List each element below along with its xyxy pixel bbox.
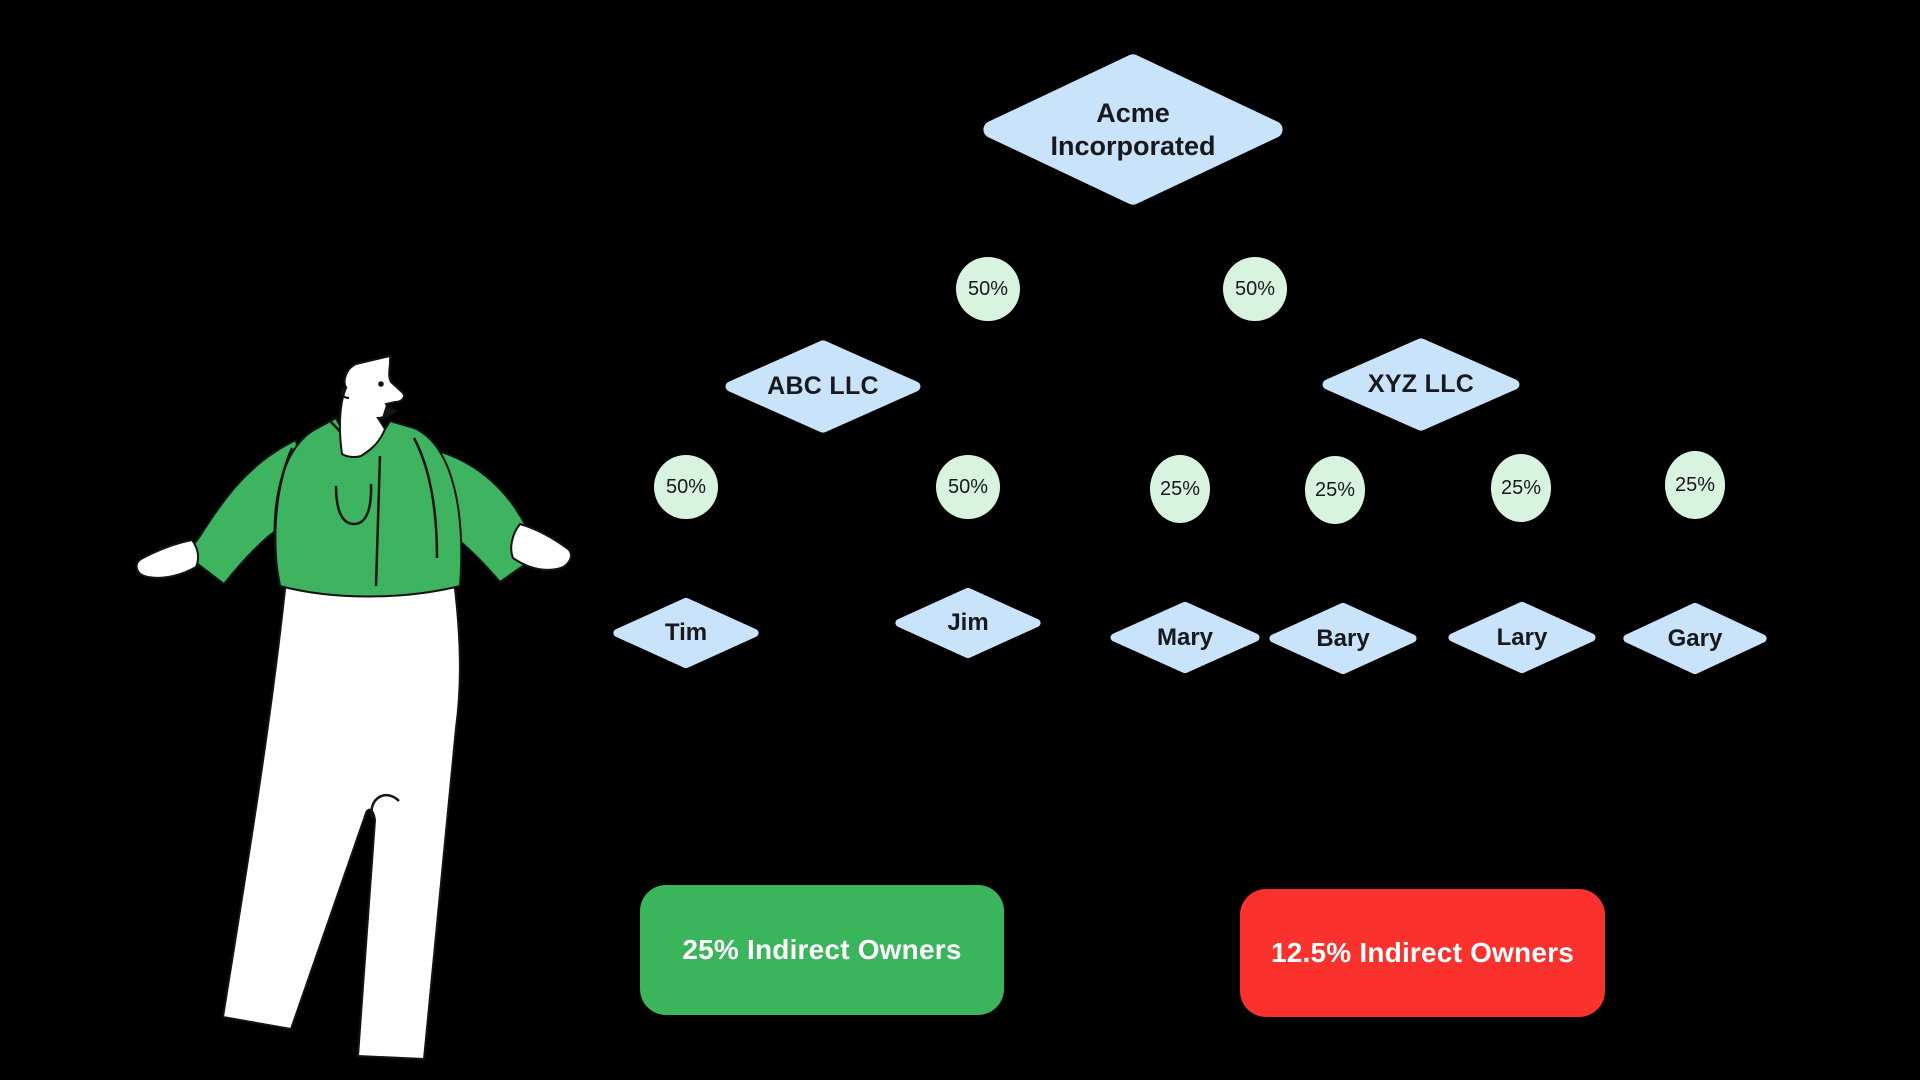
- percent-label: 25%: [1500, 476, 1542, 499]
- percent-label: 25%: [1159, 477, 1201, 500]
- percent-acme-to-abc: 50%: [956, 257, 1020, 321]
- percent-label: 25%: [1674, 473, 1716, 496]
- percent-label: 25%: [1314, 478, 1356, 501]
- node-bary-label: Bary: [1316, 624, 1370, 652]
- node-mary-label: Mary: [1156, 623, 1214, 651]
- percent-abc-to-tim: 50%: [654, 455, 718, 519]
- percent-label: 50%: [665, 475, 707, 498]
- node-tim-label: Tim: [664, 619, 708, 647]
- node-gary-label: Gary: [1667, 624, 1723, 652]
- node-tim: Tim: [610, 596, 762, 670]
- node-acme-label: Acme Incorporated: [1050, 97, 1216, 161]
- node-jim-label: Jim: [947, 609, 989, 637]
- node-bary: Bary: [1266, 601, 1420, 676]
- percent-xyz-to-gary: 25%: [1665, 451, 1725, 519]
- percent-xyz-to-mary: 25%: [1150, 455, 1210, 523]
- percent-acme-to-xyz: 50%: [1223, 257, 1287, 321]
- node-acme-incorporated: Acme Incorporated: [978, 52, 1288, 207]
- node-gary: Gary: [1620, 601, 1770, 676]
- node-abc-llc: ABC LLC: [722, 339, 924, 434]
- percent-xyz-to-bary: 25%: [1305, 456, 1365, 524]
- shrugging-person-illustration: [135, 354, 572, 1061]
- node-abc-label: ABC LLC: [767, 372, 879, 401]
- node-jim: Jim: [892, 586, 1044, 660]
- node-lary-label: Lary: [1496, 623, 1548, 651]
- percent-label: 50%: [967, 277, 1009, 300]
- node-xyz-label: XYZ LLC: [1367, 370, 1475, 399]
- percent-xyz-to-lary: 25%: [1491, 454, 1551, 522]
- legend-green-label: 25% Indirect Owners: [682, 934, 962, 965]
- percent-label: 50%: [947, 475, 989, 498]
- node-xyz-llc: XYZ LLC: [1319, 337, 1523, 432]
- percent-abc-to-jim: 50%: [936, 455, 1000, 519]
- percent-label: 50%: [1234, 277, 1276, 300]
- node-lary: Lary: [1445, 600, 1599, 675]
- legend-red-label: 12.5% Indirect Owners: [1271, 937, 1574, 968]
- legend-red-indirect-owners: 12.5% Indirect Owners: [1240, 889, 1605, 1017]
- node-mary: Mary: [1107, 600, 1263, 675]
- legend-green-indirect-owners: 25% Indirect Owners: [640, 885, 1004, 1015]
